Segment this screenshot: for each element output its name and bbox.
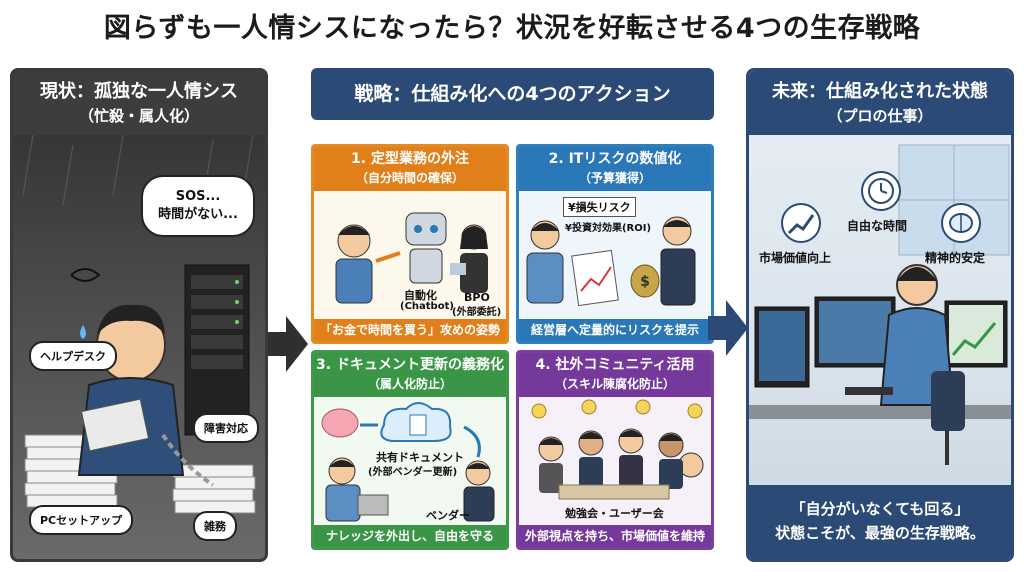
sos-thought-bubble: SOS... 時間がない... (141, 175, 255, 237)
card-risk-footer: 経営層へ定量的にリスクを提示 (519, 319, 711, 341)
overwhelmed-worker-illustration (22, 135, 256, 514)
future-state-panel: 未来：仕組み化された状態 （プロの仕事） 市場価値向上 (746, 68, 1014, 562)
card-community-header: 4. 社外コミュニティ活用 （スキル陳腐化防止） (519, 353, 711, 397)
label-vendor: ベンダー (426, 509, 470, 522)
card-outsourcing-footer: 「お金で時間を買う」攻めの姿勢 (314, 319, 506, 341)
card-community: 4. 社外コミュニティ活用 （スキル陳腐化防止） (516, 350, 714, 550)
conclusion-line-2: 状態こそが、最強の生存戦略。 (775, 524, 985, 542)
card-risk-title: 2. ITリスクの数値化 (548, 151, 682, 167)
future-state-header: 未来：仕組み化された状態 （プロの仕事） (749, 71, 1011, 135)
conclusion-line-1: 「自分がいなくても回る」 (790, 500, 970, 518)
card-outsourcing-subtitle: （自分時間の確保） (355, 171, 464, 185)
card-outsourcing-title: 1. 定型業務の外注 (351, 151, 469, 167)
tag-pc-setup: PCセットアップ (29, 505, 134, 535)
label-bpo: BPO (464, 291, 490, 304)
benefit-free-time: 自由な時間 (847, 219, 908, 233)
card-community-subtitle: （スキル陳腐化防止） (554, 377, 675, 391)
professional-workspace-illustration (749, 144, 1011, 465)
future-state-subheading: （プロの仕事） (827, 107, 933, 125)
label-external-outsourcing: (外部委託) (452, 307, 502, 318)
arrow-right-icon (268, 316, 308, 372)
future-state-heading: 未来：仕組み化された状態 (772, 81, 988, 102)
card-outsourcing-header: 1. 定型業務の外注 （自分時間の確保） (314, 147, 506, 191)
card-risk-subtitle: （予算獲得） (578, 171, 651, 185)
free-time-clock-icon (861, 171, 901, 211)
current-state-heading: 現状：孤独な一人情シス (40, 81, 238, 102)
tag-helpdesk: ヘルプデスク (29, 341, 117, 371)
card-community-illustration: 勉強会・ユーザー会 (519, 397, 711, 525)
tag-incident-response: 障害対応 (193, 413, 259, 443)
svg-text:$: $ (640, 274, 650, 290)
card-documentation-footer: ナレッジを外出し、自由を守る (314, 525, 506, 547)
card-community-footer: 外部視点を持ち、市場価値を維持 (519, 525, 711, 547)
card-documentation-header: 3. ドキュメント更新の義務化 （属人化防止） (314, 353, 506, 397)
card-documentation-subtitle: （属人化防止） (367, 377, 452, 391)
growth-chart-icon (781, 203, 821, 243)
arrow-right-icon (708, 300, 748, 356)
future-state-conclusion: 「自分がいなくても回る」 状態こそが、最強の生存戦略。 (749, 485, 1011, 559)
card-outsourcing-illustration: 自動化 (Chatbot) BPO (外部委託) (314, 191, 506, 319)
robot-and-person-icon (335, 212, 488, 304)
strategy-heading: 戦略：仕組み化への4つのアクション (311, 68, 714, 120)
card-risk-header: 2. ITリスクの数値化 （予算獲得） (519, 147, 711, 191)
label-roi: ¥投資対効果(ROI) (565, 223, 652, 234)
tag-misc-tasks: 雑務 (193, 511, 237, 541)
current-state-panel: 現状：孤独な一人情シス （忙殺・属人化） (10, 68, 268, 562)
label-loss-risk: ¥損失リスク (563, 197, 636, 217)
card-community-title: 4. 社外コミュニティ活用 (535, 357, 695, 373)
label-automation: 自動化 (404, 289, 437, 302)
card-risk-illustration: $ ¥損失リスク ¥投資対効果(ROI) (519, 191, 711, 319)
page-title: 図らずも一人情シスになったら？状況を好転させる4つの生存戦略 (103, 13, 921, 44)
label-chatbot: (Chatbot) (400, 301, 454, 312)
label-shared-document: 共有ドキュメント (376, 451, 464, 464)
label-vendor-update: (外部ベンダー更新) (368, 467, 458, 478)
study-group-icon (531, 399, 704, 500)
brain-icon (941, 203, 981, 243)
cloud-document-icon (321, 402, 495, 522)
card-documentation-title: 3. ドキュメント更新の義務化 (316, 357, 504, 373)
benefit-market-value: 市場価値向上 (759, 251, 832, 265)
card-risk-quantification: 2. ITリスクの数値化 （予算獲得） $ ¥損失リスク ¥投資対効果 (516, 144, 714, 344)
benefit-mental-stability: 精神的安定 (925, 251, 986, 265)
current-state-header: 現状：孤独な一人情シス （忙殺・属人化） (13, 71, 265, 135)
card-documentation: 3. ドキュメント更新の義務化 （属人化防止） (311, 350, 509, 550)
label-study-group: 勉強会・ユーザー会 (565, 507, 664, 520)
card-outsourcing: 1. 定型業務の外注 （自分時間の確保） 自動化 (311, 144, 509, 344)
strategy-section: 戦略：仕組み化への4つのアクション 1. 定型業務の外注 （自分時間の確保） (311, 68, 714, 562)
risk-report-icon: $ (526, 216, 696, 307)
card-documentation-illustration: 共有ドキュメント (外部ベンダー更新) ベンダー (314, 397, 506, 525)
current-state-subheading: （忙殺・属人化） (78, 107, 199, 125)
